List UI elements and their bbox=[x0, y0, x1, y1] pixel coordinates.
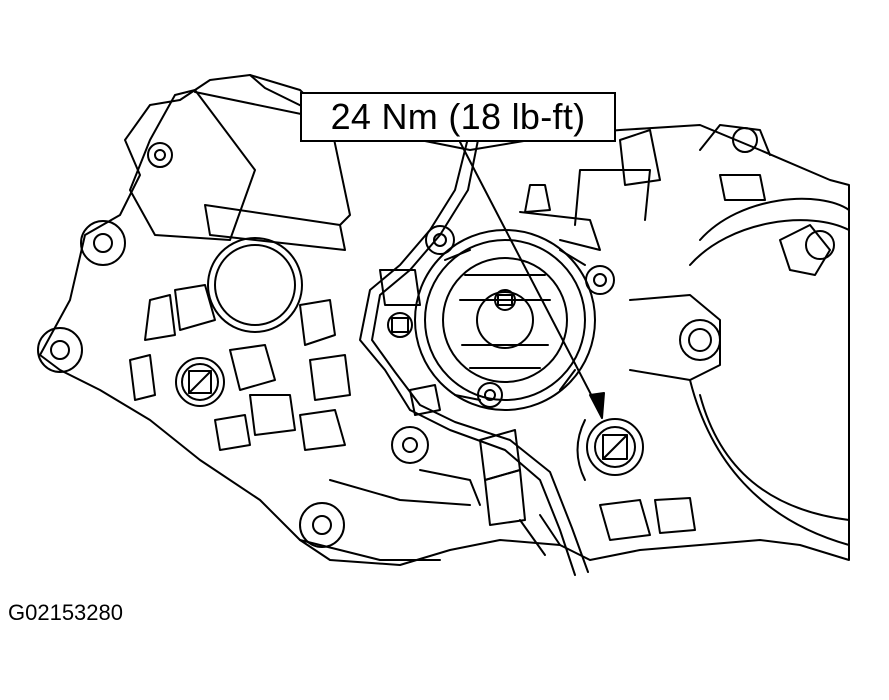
left-bore bbox=[208, 238, 302, 332]
torque-callout-box: 24 Nm (18 lb-ft) bbox=[300, 92, 616, 142]
housing-outline bbox=[40, 75, 849, 565]
callout-arrow-line bbox=[460, 142, 598, 408]
mount-ear-left bbox=[38, 328, 82, 372]
target-bolt bbox=[587, 419, 643, 475]
callout-arrowhead bbox=[590, 393, 604, 418]
figure-id: G02153280 bbox=[8, 600, 123, 625]
motor-block bbox=[130, 90, 255, 240]
wire-harness bbox=[360, 130, 575, 575]
torque-label: 24 Nm (18 lb-ft) bbox=[330, 96, 586, 137]
mount-ear-lower-mid bbox=[392, 427, 428, 463]
bell-housing bbox=[630, 295, 720, 380]
left-bolt bbox=[176, 358, 224, 406]
mount-ear-bottom bbox=[300, 503, 344, 547]
mount-ear-top-left bbox=[81, 221, 125, 265]
